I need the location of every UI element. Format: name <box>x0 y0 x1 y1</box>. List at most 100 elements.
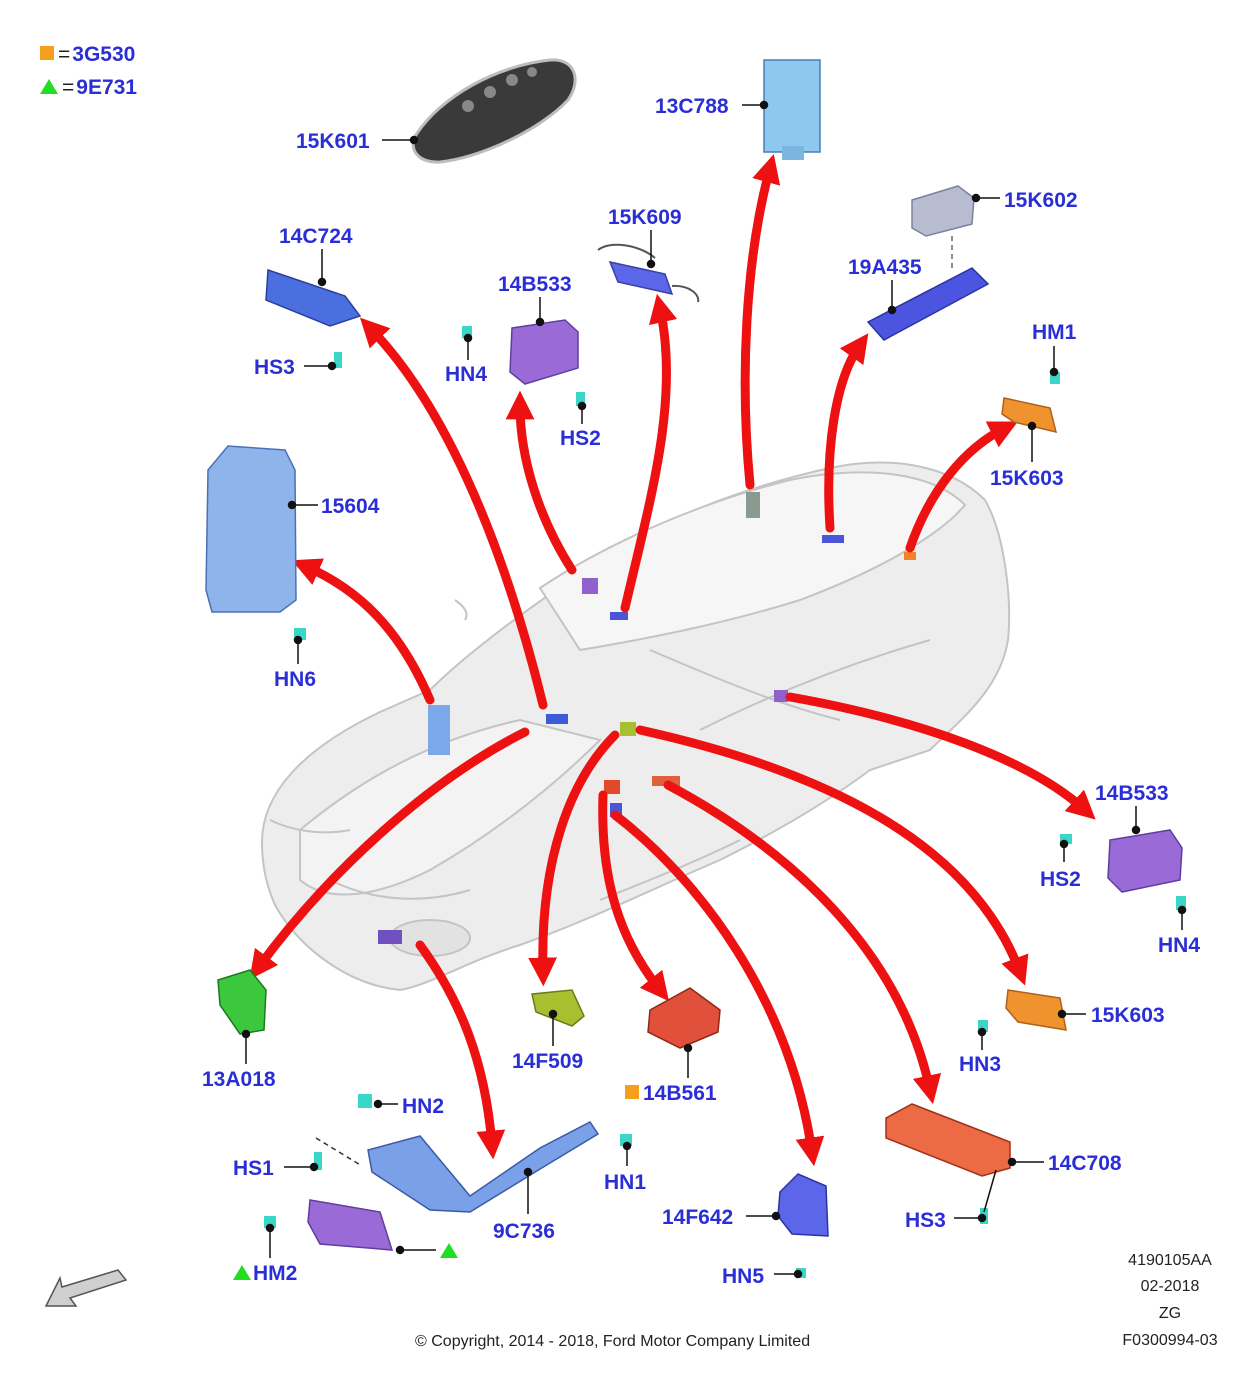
arrow-to-14f642 <box>610 810 825 1167</box>
car-part-14c724 <box>546 714 568 724</box>
label-14f642: 14F642 <box>662 1206 734 1229</box>
arrow-to-14b561 <box>598 790 669 1002</box>
bracket-9c736 <box>307 1121 600 1251</box>
clip-hn4-top <box>462 326 472 338</box>
label-hm2-text: HM2 <box>253 1262 298 1285</box>
legend-eq: = <box>62 76 75 99</box>
car-part-9c736 <box>378 930 402 944</box>
arrow-to-19a435 <box>824 333 869 533</box>
key-fob <box>411 58 577 164</box>
label-hs1: HS1 <box>233 1157 274 1180</box>
arrow-to-9c736 <box>415 940 506 1160</box>
screw-hs2-top <box>576 392 585 406</box>
label-15k609: 15K609 <box>608 206 682 229</box>
reference-figure: F0300994-03 <box>1122 1332 1218 1349</box>
label-15k603-right: 15K603 <box>1091 1004 1165 1027</box>
screw-hs1 <box>314 1152 322 1170</box>
label-hm1: HM1 <box>1032 321 1077 344</box>
car-part-15k603 <box>904 552 916 560</box>
arrow-to-14b533-right <box>785 692 1096 820</box>
module-14b533-top <box>509 319 579 385</box>
label-19a435: 19A435 <box>848 256 922 279</box>
label-15k602: 15K602 <box>1004 189 1078 212</box>
direction-arrow-icon <box>44 1269 128 1307</box>
legend-row-triangle: =9E731 <box>40 77 137 98</box>
label-hs3-top: HS3 <box>254 356 295 379</box>
label-15604: 15604 <box>321 495 380 518</box>
car-part-14f509 <box>620 722 636 736</box>
module-13a018 <box>217 969 267 1035</box>
label-hm2: HM2 <box>233 1263 297 1284</box>
label-hn5: HN5 <box>722 1265 765 1288</box>
module-15k602 <box>911 185 975 270</box>
screw-hs3-top <box>334 352 342 368</box>
label-14b533-top: 14B533 <box>498 273 572 296</box>
label-13a018: 13A018 <box>202 1068 276 1091</box>
arrow-to-15k603-top <box>905 421 1018 553</box>
label-14f509: 14F509 <box>512 1050 584 1073</box>
module-14f509 <box>531 989 585 1027</box>
label-hs2-top: HS2 <box>560 427 601 450</box>
triangle-marker-icon <box>233 1265 251 1280</box>
module-13c788 <box>763 59 821 160</box>
arrow-to-14c708 <box>663 780 942 1105</box>
module-14c724 <box>265 268 362 327</box>
module-19a435 <box>866 267 990 341</box>
label-14b561: 14B561 <box>625 1083 717 1104</box>
arrow-to-15k609 <box>620 293 678 613</box>
antenna-15k603-right <box>1005 989 1067 1031</box>
triangle-marker-icon <box>440 1243 458 1258</box>
clip-hn3 <box>978 1020 988 1032</box>
clip-hn4-right <box>1176 896 1186 910</box>
arrow-to-14b533-top <box>505 390 577 575</box>
reference-date: 02-2018 <box>1140 1278 1200 1295</box>
car-part-19a435 <box>822 535 844 543</box>
label-hn3: HN3 <box>959 1053 1002 1076</box>
label-hn1: HN1 <box>604 1171 647 1194</box>
antenna-15k609 <box>597 243 700 303</box>
label-hs2-right: HS2 <box>1040 868 1081 891</box>
label-hn2: HN2 <box>402 1095 445 1118</box>
square-marker-icon <box>40 46 54 60</box>
legend-eq: = <box>58 43 71 66</box>
label-hn6: HN6 <box>274 668 317 691</box>
car-part-15604 <box>428 705 450 755</box>
car-part-14b533-right <box>774 690 788 702</box>
car-part-14b533-top <box>582 578 598 594</box>
car-part-13c788 <box>746 492 760 518</box>
clip-hm1 <box>1050 372 1060 384</box>
label-hs3-bottom: HS3 <box>905 1209 946 1232</box>
legend-row-square: =3G530 <box>40 44 135 65</box>
label-hn4-right: HN4 <box>1158 934 1201 957</box>
label-13c788: 13C788 <box>655 95 729 118</box>
car-part-14b561 <box>604 780 620 794</box>
reference-rev: ZG <box>1158 1305 1182 1322</box>
label-hn4-top: HN4 <box>445 363 488 386</box>
module-14b561 <box>647 987 721 1049</box>
legend-code-9e731: 9E731 <box>76 76 137 99</box>
reference-code: 4190105AA <box>1128 1252 1212 1269</box>
module-14b533-right <box>1107 829 1183 893</box>
arrow-to-14f509 <box>528 730 620 987</box>
label-14b533-right: 14B533 <box>1095 782 1169 805</box>
arrow-to-14c724 <box>359 317 548 710</box>
label-15k601: 15K601 <box>296 130 370 153</box>
square-marker-icon <box>625 1085 639 1099</box>
clip-hn2 <box>358 1094 372 1108</box>
leader-hs3-connector <box>983 1169 997 1213</box>
car-part-15k609 <box>610 612 628 620</box>
triangle-marker-icon <box>40 79 58 94</box>
arrow-to-13a018 <box>249 727 530 980</box>
label-14c708: 14C708 <box>1048 1152 1122 1175</box>
label-9c736: 9C736 <box>493 1220 555 1243</box>
module-14f642 <box>777 1173 829 1237</box>
arrow-to-13c788 <box>740 154 781 490</box>
module-15604 <box>205 445 297 613</box>
arrow-to-15604 <box>291 558 435 705</box>
module-14c708 <box>885 1103 1011 1177</box>
legend-code-3g530: 3G530 <box>72 43 136 66</box>
label-15k603-top: 15K603 <box>990 467 1064 490</box>
label-14b561-text: 14B561 <box>643 1082 717 1105</box>
copyright: © Copyright, 2014 - 2018, Ford Motor Com… <box>415 1333 811 1350</box>
